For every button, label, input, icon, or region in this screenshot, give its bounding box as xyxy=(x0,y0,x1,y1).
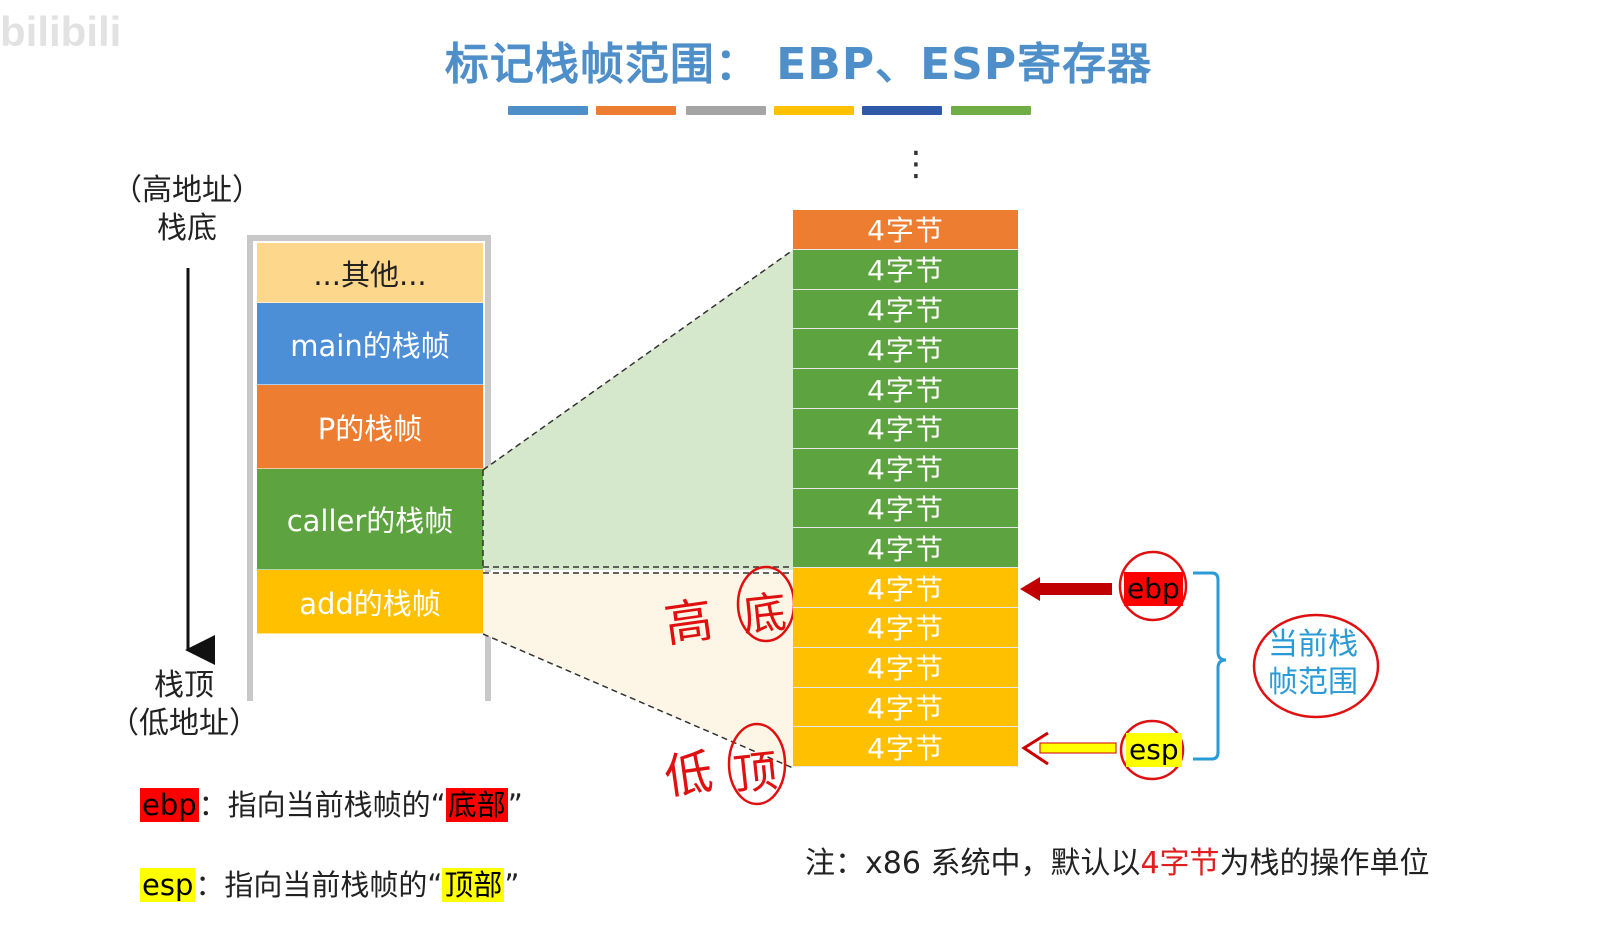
caller-projection-top-edge xyxy=(482,249,794,471)
byte-cell-add: 4字节 xyxy=(793,727,1018,768)
stack-block-caller-label: caller的栈帧 xyxy=(286,504,454,538)
color-bar-orange xyxy=(596,106,676,115)
more-cells-ellipsis: ⋮ xyxy=(899,144,933,184)
stack-block-p: P的栈帧 xyxy=(257,385,483,469)
low-address-label: 栈顶 （低地址） xyxy=(94,667,274,743)
high-address-label: （高地址） 栈底 xyxy=(97,172,277,248)
stack-block-add-label: add的栈帧 xyxy=(299,586,441,621)
color-bar-darkblue xyxy=(862,106,942,115)
esp-legend: esp：指向当前栈帧的“顶部” xyxy=(140,862,519,904)
top-char-circle xyxy=(727,722,787,806)
stack-block-other-label: ...其他... xyxy=(313,257,427,292)
note: 注：x86 系统中，默认以4字节为栈的操作单位 xyxy=(805,838,1430,882)
esp-legend-highlight: 顶部 xyxy=(442,868,505,902)
handwritten-bottom: 底 xyxy=(739,586,790,643)
color-bar-blue xyxy=(508,106,588,115)
page-title: 标记栈帧范围： EBP、ESP寄存器 xyxy=(444,39,1153,90)
esp-legend-end: ” xyxy=(504,868,520,902)
byte-cell-caller: 4字节 xyxy=(793,329,1018,370)
byte-cell-caller: 4字节 xyxy=(793,369,1018,409)
handwritten-low: 低 xyxy=(661,743,717,807)
stack-bottom-text: 栈底 xyxy=(157,211,217,246)
range-bracket xyxy=(1193,571,1227,761)
ebp-legend-end: ” xyxy=(507,788,523,822)
high-address-text: （高地址） xyxy=(112,173,262,208)
esp-legend-text: ：指向当前栈帧的“ xyxy=(195,868,443,902)
byte-cell-caller: 4字节 xyxy=(793,289,1018,330)
color-bar-gray xyxy=(686,106,766,115)
add-projection xyxy=(483,572,793,768)
add-projection-bottom-edge xyxy=(482,633,794,769)
range-label-line1: 当前栈 xyxy=(1268,627,1358,662)
stack-block-other: ...其他... xyxy=(257,243,483,303)
byte-cell-add: 4字节 xyxy=(793,608,1018,648)
stack-block-caller: caller的栈帧 xyxy=(257,469,483,570)
byte-cell-caller: 4字节 xyxy=(793,528,1018,569)
range-label-circle xyxy=(1252,613,1380,719)
handwritten-top: 顶 xyxy=(730,745,781,802)
esp-label-circle xyxy=(1119,719,1185,781)
stack-block-main-label: main的栈帧 xyxy=(290,328,450,363)
esp-pointer-label: esp xyxy=(1126,733,1182,767)
range-label-line2: 帧范围 xyxy=(1268,665,1358,700)
bilibili-logo: bilibili xyxy=(0,8,122,55)
stack-block-p-label: P的栈帧 xyxy=(317,411,423,446)
byte-cell-caller: 4字节 xyxy=(793,488,1018,529)
byte-cell-add: 4字节 xyxy=(793,687,1018,728)
byte-cell-caller: 4字节 xyxy=(793,249,1018,290)
note-highlight: 4字节 xyxy=(1140,846,1220,881)
byte-cell-caller: 4字节 xyxy=(793,409,1018,449)
handwritten-high: 高 xyxy=(661,591,717,655)
stack-top-text: 栈顶 xyxy=(154,668,214,703)
ebp-arrow xyxy=(1020,577,1112,601)
stack-block-add: add的栈帧 xyxy=(257,570,483,634)
current-frame-range-label: 当前栈 帧范围 xyxy=(1253,626,1373,702)
byte-cell-p: 4字节 xyxy=(793,210,1018,250)
low-address-text: （低地址） xyxy=(109,706,259,741)
byte-cell-caller: 4字节 xyxy=(793,448,1018,489)
stack-block-main: main的栈帧 xyxy=(257,303,483,385)
esp-arrow xyxy=(1021,731,1117,766)
note-prefix: 注：x86 系统中，默认以 xyxy=(805,846,1141,881)
ebp-legend-highlight: 底部 xyxy=(445,788,508,822)
note-suffix: 为栈的操作单位 xyxy=(1219,846,1430,881)
ebp-legend-text: ：指向当前栈帧的“ xyxy=(198,788,446,822)
ebp-pointer-label: ebp xyxy=(1124,572,1183,606)
color-bar-green xyxy=(951,106,1031,115)
ebp-label-circle xyxy=(1118,550,1188,622)
byte-cell-add: 4字节 xyxy=(793,647,1018,688)
ebp-legend-tag: ebp xyxy=(140,788,199,822)
esp-legend-tag: esp xyxy=(140,868,196,902)
ebp-legend: ebp：指向当前栈帧的“底部” xyxy=(140,782,523,824)
caller-projection xyxy=(483,250,793,570)
byte-cell-add: 4字节 xyxy=(793,568,1018,608)
color-bar-yellow xyxy=(774,106,854,115)
